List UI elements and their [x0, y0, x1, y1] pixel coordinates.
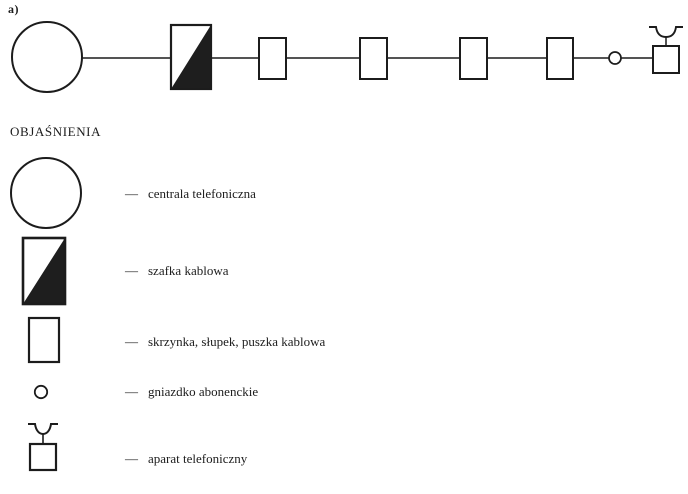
cable-cabinet-symbol-icon	[21, 236, 67, 306]
node-cable-box-icon	[359, 37, 388, 80]
legend-item-szafka: — szafka kablowa	[125, 263, 229, 279]
node-subscriber-socket-icon	[608, 51, 622, 65]
legend-title: OBJAŚNIENIA	[10, 124, 102, 139]
network-chain-diagram	[11, 21, 683, 93]
legend-item-label: aparat telefoniczny	[148, 451, 248, 466]
node-telephone-exchange-icon	[11, 21, 83, 93]
telephone-exchange-symbol-icon	[10, 157, 82, 229]
legend-dash: —	[125, 263, 138, 278]
node-cable-cabinet-icon	[169, 23, 213, 91]
legend-dash: —	[125, 451, 138, 466]
figure-label: a)	[8, 2, 19, 16]
legend-item-label: gniazdko abonenckie	[148, 384, 259, 399]
node-cable-box-icon	[258, 37, 287, 80]
legend-item-gniazdko: — gniazdko abonenckie	[125, 384, 258, 400]
node-telephone-set-icon	[649, 26, 683, 74]
legend-item-label: centrala telefoniczna	[148, 186, 256, 201]
legend-dash: —	[125, 186, 138, 201]
node-cable-box-icon	[459, 37, 488, 80]
legend-item-centrala: — centrala telefoniczna	[125, 186, 256, 202]
subscriber-socket-symbol-icon	[33, 384, 49, 400]
legend-item-label: szafka kablowa	[148, 263, 229, 278]
legend-item-aparat: — aparat telefoniczny	[125, 451, 247, 467]
legend-item-skrzynka: — skrzynka, słupek, puszka kablowa	[125, 334, 325, 350]
cable-box-symbol-icon	[27, 316, 61, 364]
telephone-set-symbol-icon	[28, 423, 58, 472]
legend-item-label: skrzynka, słupek, puszka kablowa	[148, 334, 326, 349]
legend-dash: —	[125, 334, 138, 349]
legend-dash: —	[125, 384, 138, 399]
node-cable-box-icon	[546, 37, 574, 80]
